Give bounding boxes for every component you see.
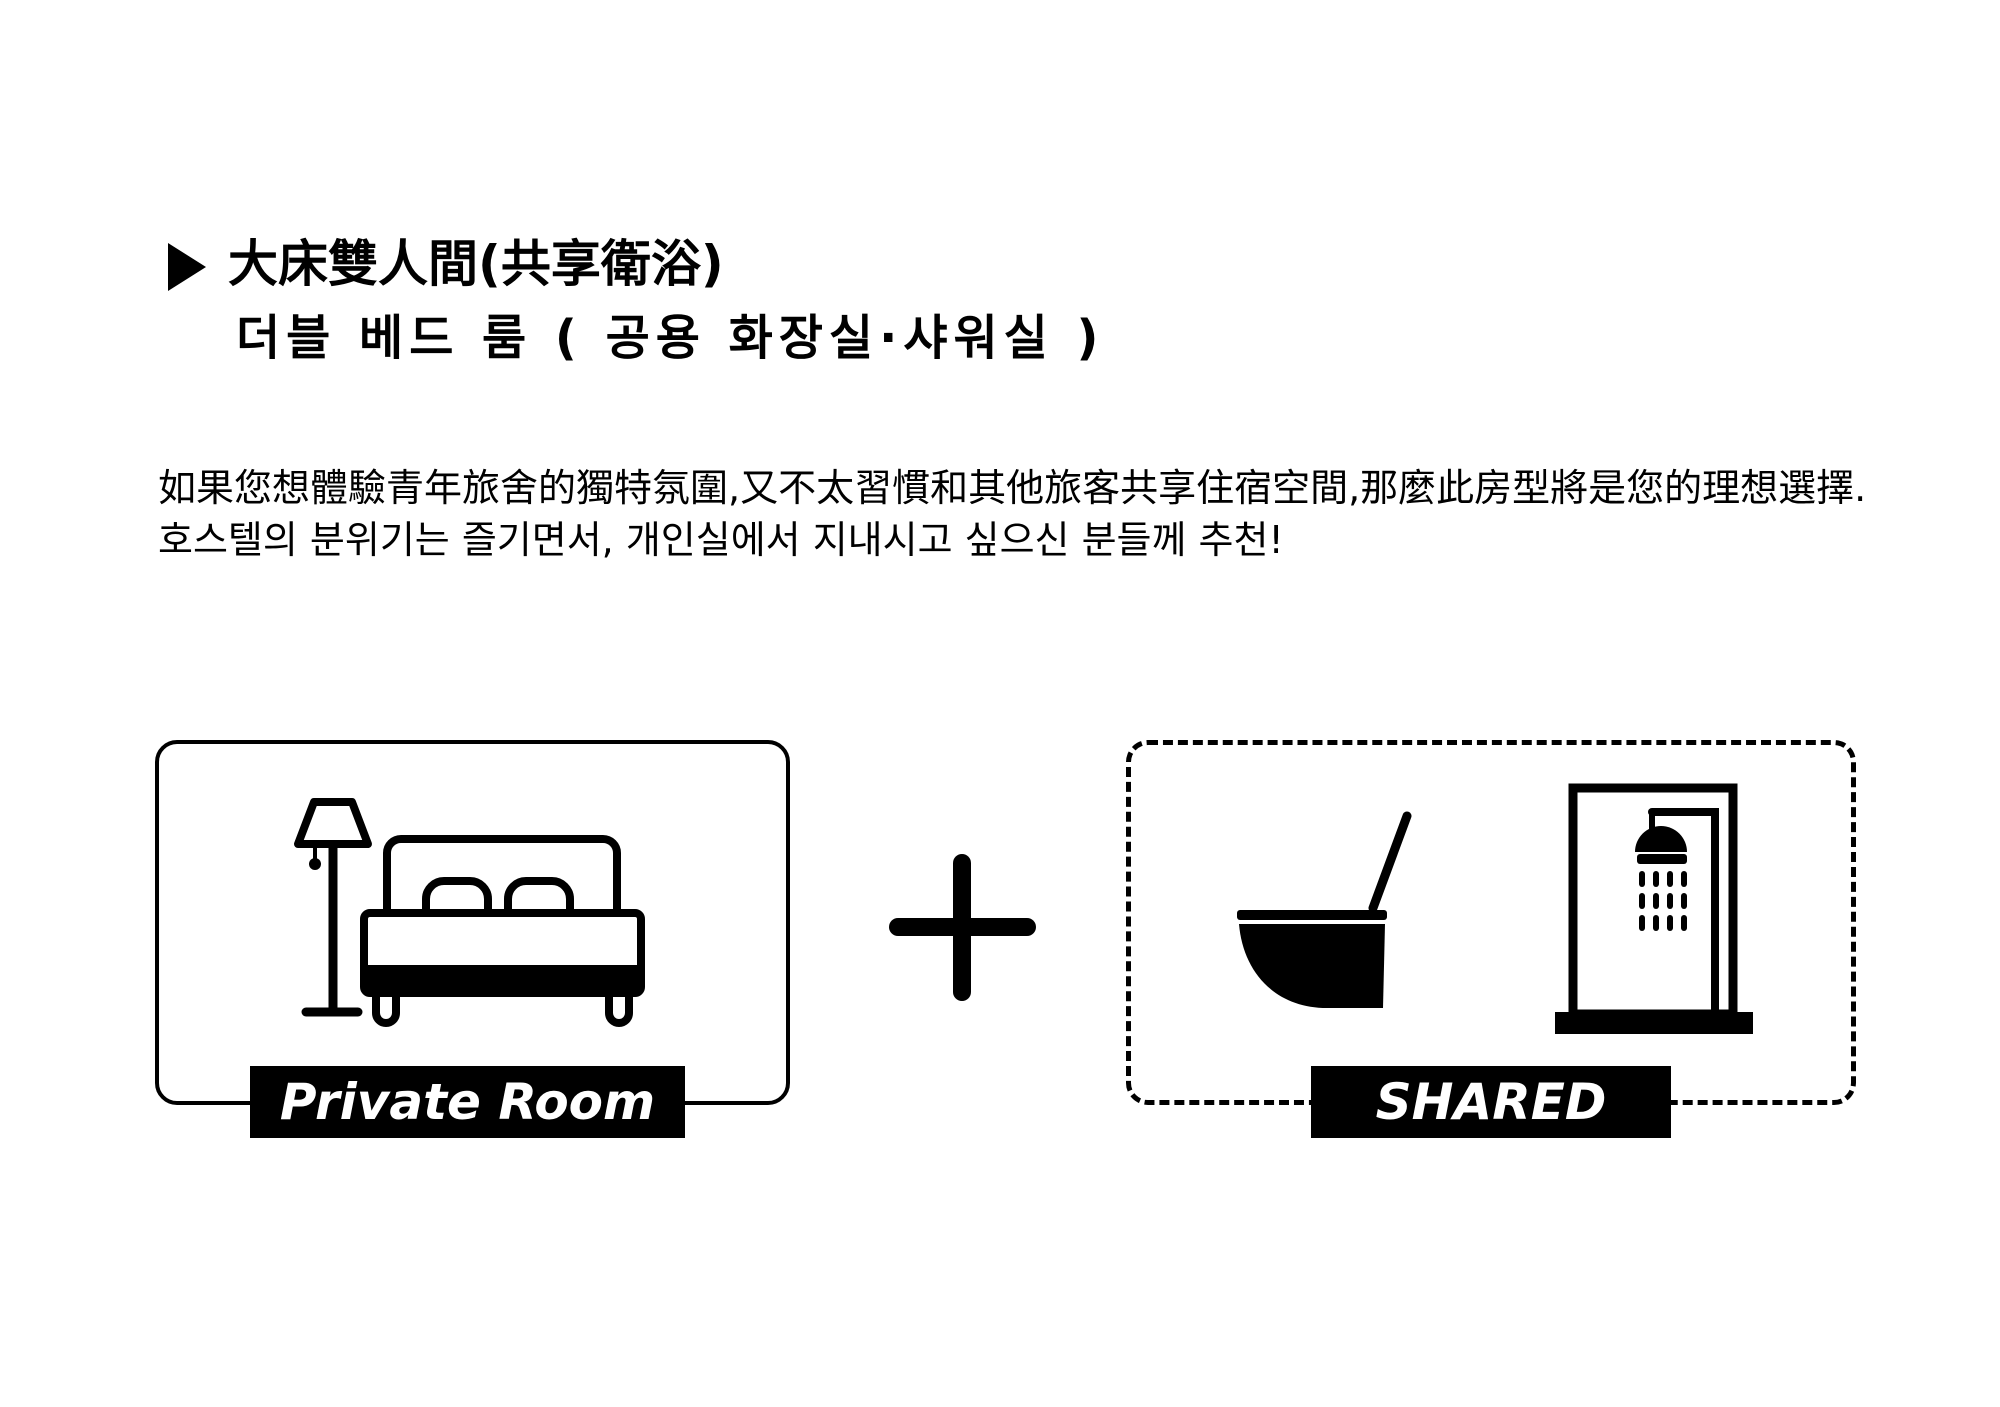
description-zh: 如果您想體驗青年旅舍的獨特氛圍,又不太習慣和其他旅客共享住宿空間,那麼此房型將是… — [158, 466, 1867, 510]
shared-label: SHARED — [1311, 1066, 1671, 1138]
page-title: 大床雙人間(共享衛浴) — [228, 235, 724, 293]
double-bed-icon — [360, 835, 645, 1027]
floor-lamp-icon — [294, 798, 372, 1017]
private-room-label: Private Room — [250, 1066, 685, 1138]
description: 如果您想體驗青年旅舍的獨特氛圍,又不太習慣和其他旅客共享住宿空間,那麼此房型將是… — [158, 462, 1898, 566]
shower-icon — [1555, 783, 1753, 1034]
toilet-icon — [1237, 811, 1412, 1008]
page-subtitle: 더블 베드 룸 ( 공용 화장실·샤워실 ) — [236, 310, 1105, 366]
title-arrow-icon — [168, 243, 206, 291]
description-ko: 호스텔의 분위기는 즐기면서, 개인실에서 지내시고 싶으신 분들께 추천! — [158, 518, 1284, 562]
plus-icon — [889, 854, 1036, 1001]
